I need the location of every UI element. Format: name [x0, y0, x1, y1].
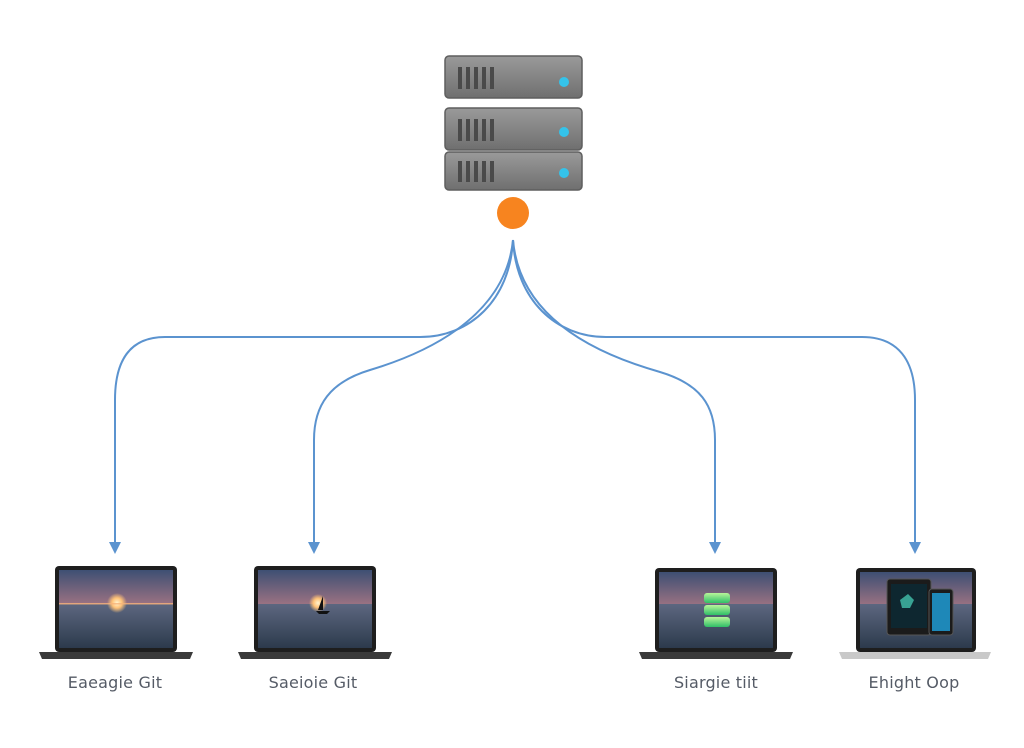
connection-node-icon	[497, 197, 529, 229]
connectors	[109, 239, 921, 554]
connector-1	[109, 239, 514, 554]
server-unit	[444, 151, 583, 191]
tablet-icon	[928, 588, 954, 636]
connector-4	[512, 239, 921, 554]
status-led-icon	[559, 127, 569, 137]
client-label-3: Siargie tiit	[673, 673, 759, 692]
database-stack-icon	[704, 593, 730, 627]
connector-3	[512, 239, 721, 554]
laptop-icon	[839, 568, 991, 659]
status-led-icon	[559, 77, 569, 87]
connector-2	[308, 239, 514, 554]
laptop-icon	[39, 566, 193, 659]
client-label-1: Eaeagie Git	[67, 673, 163, 692]
client-label-2: Saeioie Git	[268, 673, 358, 692]
laptop-icon	[238, 566, 392, 659]
server-unit	[444, 55, 583, 99]
status-led-icon	[559, 168, 569, 178]
server-rack-icon	[444, 55, 583, 191]
laptop-icon	[639, 568, 793, 659]
server-unit	[444, 107, 583, 151]
client-label-4: Ehight Oop	[868, 673, 960, 692]
sailboat-icon	[318, 596, 323, 610]
tablet-icon	[886, 578, 932, 636]
